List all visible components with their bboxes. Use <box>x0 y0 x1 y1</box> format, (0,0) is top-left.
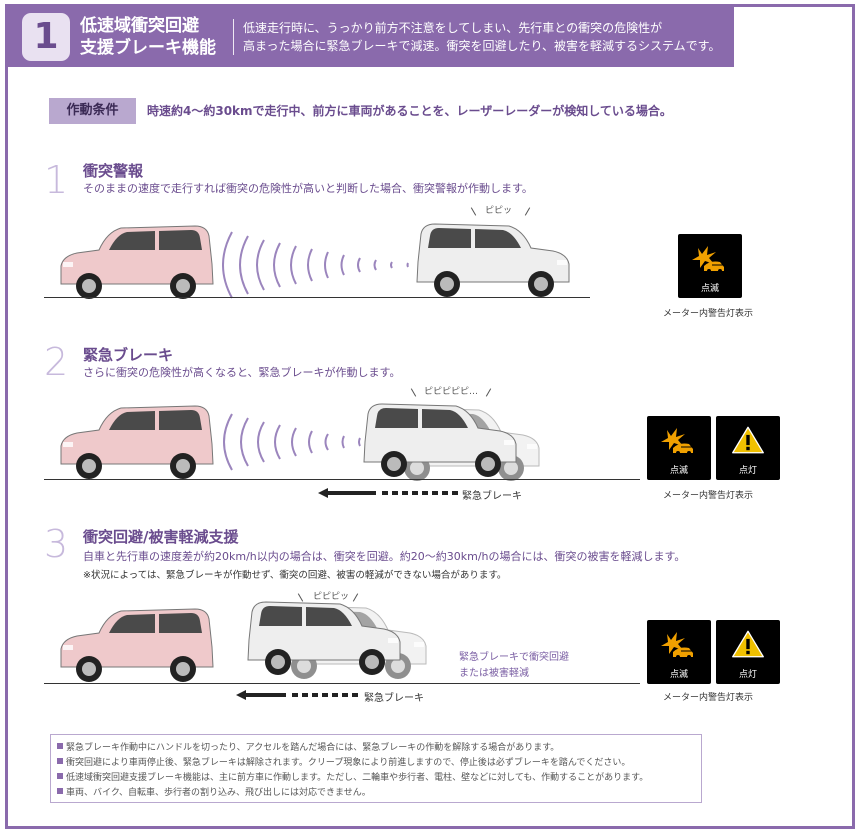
radar-waves <box>222 231 409 299</box>
warning-triangle-icon: 点灯 <box>716 416 780 480</box>
step-2-number: 2 <box>44 340 69 384</box>
road-line <box>44 683 640 684</box>
own-car-pink <box>55 222 215 302</box>
brake-label: 緊急ブレーキ <box>462 491 522 502</box>
condition-text: 時速約4～約30kmで走行中、前方に車両があることを、レーザーレーダーが検知して… <box>147 104 672 118</box>
step-2-title: 緊急ブレーキ <box>83 346 174 364</box>
brake-arrow <box>318 488 458 498</box>
step-3-sound: ピピピッ <box>313 592 350 602</box>
icon-label-blink: 点滅 <box>669 466 688 476</box>
icon-label-lit: 点灯 <box>738 670 757 680</box>
road-line <box>44 479 640 480</box>
step-3-title: 衝突回避/被害軽減支援 <box>83 528 239 546</box>
header-divider <box>233 19 234 55</box>
radar-waves <box>223 413 361 471</box>
lead-car-white <box>362 400 522 480</box>
notes-box: 緊急ブレーキ作動中にハンドルを切ったり、アクセルを踏んだ場合には、緊急ブレーキの… <box>50 734 702 803</box>
feature-description: 低速走行時に、うっかり前方不注意をしてしまい、先行車との衝突の危険性が 高まった… <box>243 21 721 53</box>
brake-label: 緊急ブレーキ <box>364 693 424 704</box>
own-car-pink <box>55 605 215 685</box>
step-3-note: ※状況によっては、緊急ブレーキが作動せず、衝突の回避、被害の軽減ができない場合が… <box>83 570 507 581</box>
collision-warning-icon: 点滅 <box>647 620 711 684</box>
lead-car-white <box>415 220 575 300</box>
own-car-pink <box>55 402 215 482</box>
condition-label: 作動条件 <box>49 98 136 124</box>
note-item: 低速域衝突回避支援ブレーキ機能は、主に前方車に作動します。ただし、二輪車や歩行者… <box>57 771 701 786</box>
meter-caption: メーター内警告灯表示 <box>663 491 754 501</box>
brake-arrow <box>236 690 358 700</box>
note-item: 衝突回避により車両停止後、緊急ブレーキは解除されます。クリープ現象により前進しま… <box>57 756 701 771</box>
meter-caption: メーター内警告灯表示 <box>663 693 754 703</box>
step-2-description: さらに衝突の危険性が高くなると、緊急ブレーキが作動します。 <box>83 366 401 379</box>
step-1-number: 1 <box>44 158 69 202</box>
meter-caption: メーター内警告灯表示 <box>663 309 754 319</box>
step-3-description: 自車と先行車の速度差が約20km/h以内の場合は、衝突を回避。約20～約30km… <box>83 550 686 563</box>
feature-title: 低速域衝突回避 支援ブレーキ機能 <box>80 16 216 58</box>
icon-label-lit: 点灯 <box>738 466 757 476</box>
icon-label-blink: 点滅 <box>700 284 719 294</box>
avoid-text: 緊急ブレーキで衝突回避 または被害軽減 <box>459 652 569 679</box>
note-item: 緊急ブレーキ作動中にハンドルを切ったり、アクセルを踏んだ場合には、緊急ブレーキの… <box>57 741 701 756</box>
collision-warning-icon: 点滅 <box>678 234 742 298</box>
header-banner: 1 低速域衝突回避 支援ブレーキ機能 低速走行時に、うっかり前方不注意をしてしま… <box>8 7 734 67</box>
step-1-description: そのままの速度で走行すれば衝突の危険性が高いと判断した場合、衝突警報が作動します… <box>83 182 533 195</box>
step-1-title: 衝突警報 <box>83 162 144 180</box>
icon-label-blink: 点滅 <box>669 670 688 680</box>
step-2-sound: ピピピピピ… <box>424 387 479 397</box>
step-1-sound: ピピッ <box>485 206 513 216</box>
lead-car-white <box>246 598 406 678</box>
warning-triangle-icon: 点灯 <box>716 620 780 684</box>
feature-number: 1 <box>22 13 70 61</box>
collision-warning-icon: 点滅 <box>647 416 711 480</box>
step-3-number: 3 <box>44 522 69 566</box>
page-frame <box>5 4 855 829</box>
note-item: 車両、バイク、自転車、歩行者の割り込み、飛び出しには対応できません。 <box>57 786 701 801</box>
road-line <box>44 297 590 298</box>
